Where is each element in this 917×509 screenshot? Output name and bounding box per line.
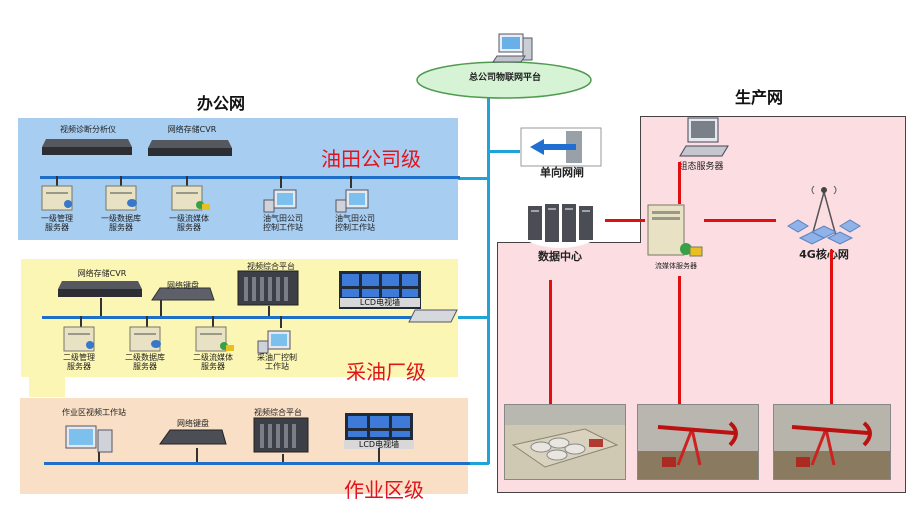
link-stream-pumpjack [678, 276, 681, 404]
stream-server-icon [647, 204, 703, 257]
device-label: 一级数据库 服务器 [101, 214, 141, 232]
video-platform-icon [253, 417, 309, 453]
device-label: 油气田公司 控制工作站 [263, 214, 303, 232]
gateway-label: 单向网闸 [540, 166, 584, 179]
plant-bus [42, 316, 418, 319]
stream-server-label: 流媒体服务器 [655, 262, 697, 270]
server-icon [41, 185, 73, 211]
device-label: LCD电视墙 [340, 298, 420, 307]
device-label: 网络键盘 [177, 419, 209, 428]
link-datacenter-oilsite [549, 280, 552, 404]
server-icon [63, 326, 95, 352]
workzone-level-label: 作业区级 [344, 478, 424, 502]
server-icon [105, 185, 137, 211]
datacenter-label: 数据中心 [538, 250, 582, 263]
office-network-title: 办公网 [197, 94, 246, 113]
device-label: LCD电视墙 [344, 440, 414, 449]
workstation-icon [257, 330, 291, 354]
network-keyboard-icon [151, 287, 215, 301]
config-server-label: 组态服务器 [678, 162, 724, 172]
device-label: 视频诊断分析仪 [60, 125, 116, 134]
switch-icon [408, 309, 458, 323]
device-label: 视频综合平台 [254, 408, 302, 417]
workstation-icon [335, 189, 369, 213]
plant-panel-notch [29, 377, 65, 397]
device-label: 二级数据库 服务器 [125, 353, 165, 371]
device-label: 作业区视频工作站 [62, 408, 126, 417]
link-stream-4g [704, 219, 776, 222]
oilfield-bus [40, 176, 460, 179]
oil-site-photo [504, 404, 626, 480]
oilfield-panel [18, 118, 458, 240]
video-diagnosis-device [42, 139, 132, 155]
computer-icon [492, 33, 533, 63]
video-platform-icon [237, 270, 299, 306]
cloud-label: 总公司物联网平台 [468, 73, 541, 83]
device-label: 视频综合平台 [247, 262, 295, 271]
device-label: 网络键盘 [167, 281, 199, 290]
pumpjack-photo [773, 404, 891, 480]
server-icon [171, 185, 210, 211]
device-label: 网络存储CVR [167, 125, 217, 134]
server-icon [129, 326, 161, 352]
production-network-title: 生产网 [735, 88, 784, 107]
device-label: 一级管理 服务器 [41, 214, 73, 232]
device-label: 一级流媒体 服务器 [169, 214, 209, 232]
cvr-storage-device [58, 281, 142, 297]
device-label: 油气田公司 控制工作站 [335, 214, 375, 232]
workstation-icon [263, 189, 297, 213]
cvr-storage-device [148, 140, 232, 156]
network-keyboard-icon [159, 429, 227, 445]
link-config-stream [678, 162, 681, 204]
core-4g-icon [787, 185, 861, 245]
device-label: 网络存储CVR [77, 269, 127, 278]
workzone-bus [44, 462, 470, 465]
plant-level-label: 采油厂级 [346, 360, 426, 384]
link-stream-pumpjack2 [705, 236, 833, 239]
link-datacenter-stream [605, 219, 645, 222]
trunk-line [487, 98, 490, 464]
workstation-icon [65, 425, 113, 453]
link-gateway [488, 150, 520, 153]
gateway-icon [520, 127, 602, 167]
oilfield-level-label: 油田公司级 [321, 147, 421, 171]
pumpjack-photo [637, 404, 759, 480]
link-plant [458, 316, 488, 319]
core-4g-label: 4G核心网 [799, 248, 849, 261]
device-label: 二级流媒体 服务器 [193, 353, 233, 371]
device-label: 采油厂控制 工作站 [257, 353, 297, 371]
link-4g-pumpjack2 [830, 250, 833, 404]
device-label: 二级管理 服务器 [63, 353, 95, 371]
link-workzone [468, 462, 489, 465]
link-oilfield [458, 177, 488, 180]
datacenter-icon [514, 200, 606, 248]
config-server-icon [679, 117, 729, 157]
server-icon [195, 326, 234, 352]
